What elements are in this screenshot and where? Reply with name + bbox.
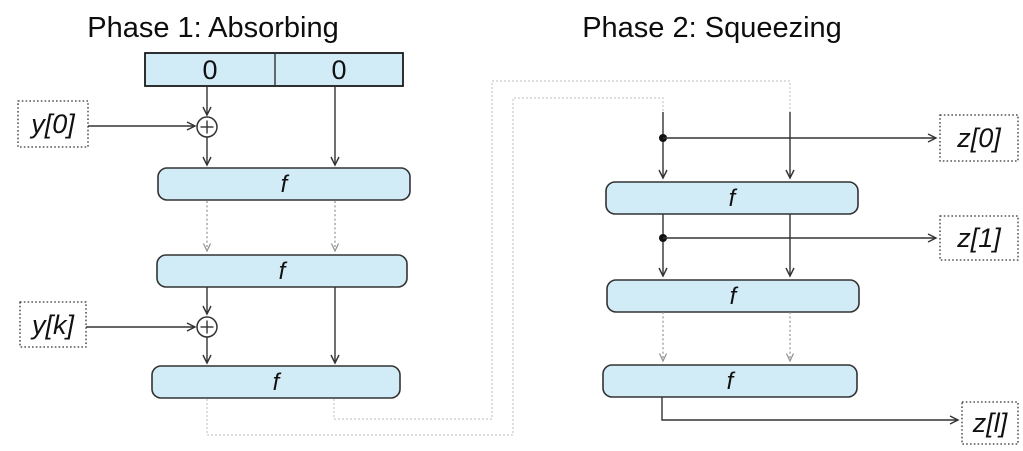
f-box-rect [605,181,859,215]
input-yk-label: y[k] [30,310,76,340]
f-box-rect [606,279,860,313]
phase2-title: Phase 2: Squeezing [582,12,842,44]
state-cell-left: 0 [202,55,217,85]
f-box-label: f [279,258,288,285]
output-block-z1: z[1] [939,215,1019,261]
input-yk-box [19,301,87,348]
f-box-label: f [729,185,738,212]
f-box-absorb-1: f [157,167,411,201]
initial-state-box: 0 0 [144,52,404,87]
f-box-label: f [281,171,290,198]
output-block-zl: z[l] [961,401,1019,445]
f-box-rect [157,167,411,201]
f-box-rect [156,254,408,288]
f-box-squeeze-1: f [605,181,859,215]
f-box-absorb-2: f [156,254,408,288]
route-absorb-to-squeeze-left [206,97,664,436]
output-zl-label: z[l] [972,408,1009,438]
input-y0-box [17,100,89,148]
state-box-rect [144,52,404,87]
route-absorb-to-squeeze-right [333,80,791,420]
input-y0-label: y[0] [29,109,76,139]
output-z1-label: z[1] [956,223,1002,253]
input-block-y0: y[0] [17,100,89,148]
output-z0-box [939,114,1019,162]
arrow-to-zl [661,397,960,425]
f-box-absorb-3: f [151,365,401,399]
f-box-label: f [273,369,282,396]
xor-gate-2 [196,316,218,338]
f-box-squeeze-2: f [606,279,860,313]
f-box-label: f [730,283,739,310]
input-block-yk: y[k] [19,301,87,348]
f-box-squeeze-3: f [602,364,858,398]
f-box-label: f [727,368,736,395]
f-box-rect [151,365,401,399]
f-box-rect [602,364,858,398]
output-z0-label: z[0] [956,123,1002,153]
state-cell-right: 0 [331,55,346,85]
xor-gate-1 [196,116,218,138]
output-zl-box [961,401,1019,445]
output-z1-box [939,215,1019,261]
phase1-title: Phase 1: Absorbing [87,12,339,44]
output-block-z0: z[0] [939,114,1019,162]
